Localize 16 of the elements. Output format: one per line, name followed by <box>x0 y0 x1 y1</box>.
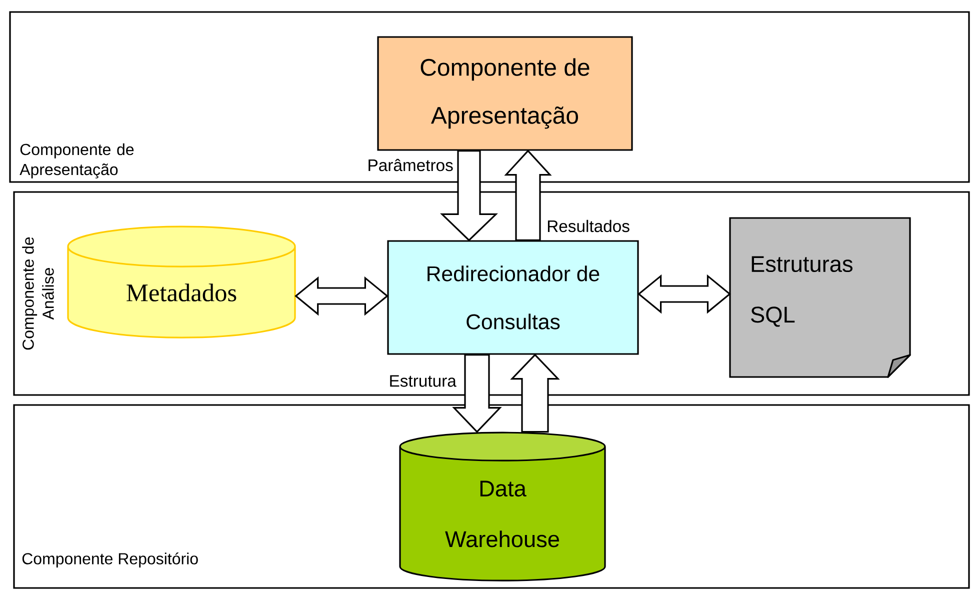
layer-label: Componente de Análise <box>22 237 54 350</box>
block-arrow <box>510 354 560 433</box>
block-arrow <box>452 354 502 433</box>
database-cylinder: Data Warehouse <box>399 432 606 582</box>
layer-label: Componente de Apresentação <box>20 143 134 178</box>
edge-label: Estrutura <box>387 374 458 388</box>
process-box: Redirecionador de Consultas <box>387 240 639 355</box>
edge-label: Resultados <box>545 218 632 234</box>
block-arrow <box>294 276 388 316</box>
layer-label: Componente Repositório <box>22 552 198 568</box>
block-arrow <box>440 150 498 242</box>
process-box: Componente de Apresentação <box>377 36 633 151</box>
block-arrow <box>638 274 731 314</box>
database-cylinder: Metadados <box>67 226 296 338</box>
edge-label: Parâmetros <box>366 158 455 172</box>
block-arrow <box>504 150 552 241</box>
